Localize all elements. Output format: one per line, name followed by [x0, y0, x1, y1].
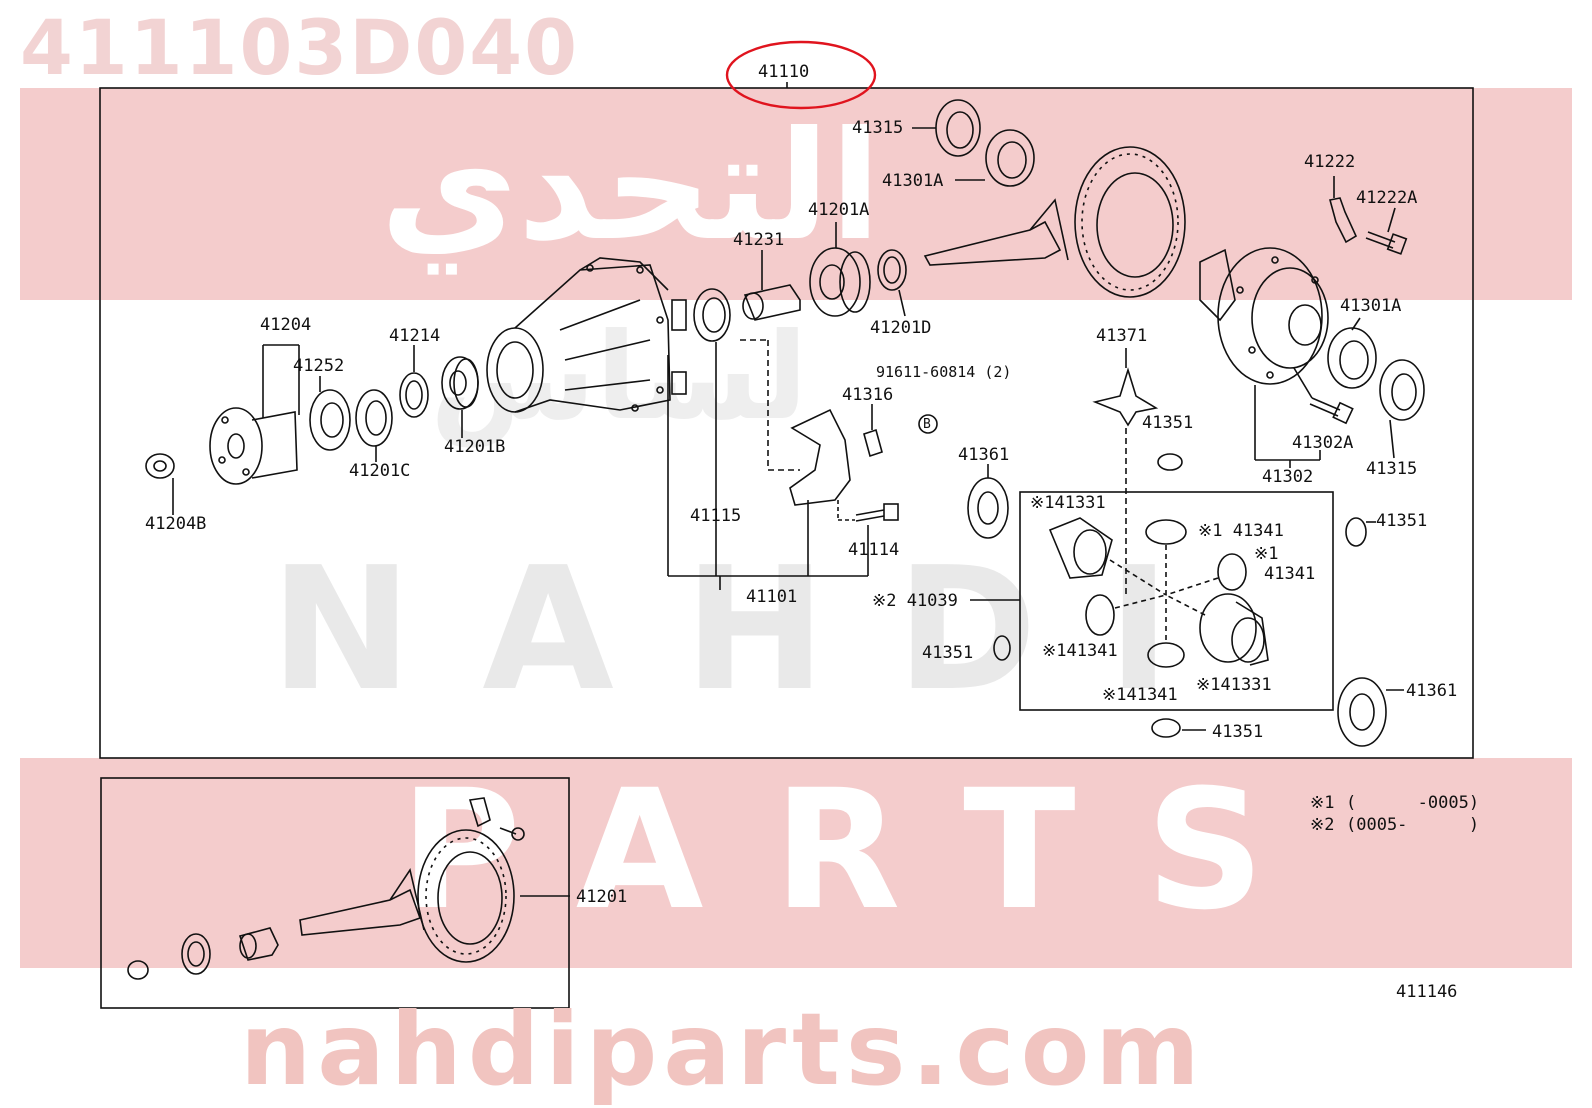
nut-41204B [145, 453, 175, 515]
label-41341-d: ※141341 [1102, 685, 1178, 705]
ring-pinion-set-frame [100, 777, 570, 1009]
footnote-1-mark: ※1 [1310, 793, 1335, 813]
footnote-2-mark: ※2 [1310, 815, 1335, 835]
watermark-website: nahdiparts.com [240, 991, 1206, 1108]
washer-41351-c [993, 635, 1011, 661]
label-41316: 41316 [842, 385, 894, 405]
bracket-41101 [667, 342, 869, 590]
label-41039: ※2 41039 [872, 591, 958, 611]
washer-41351-d [1151, 718, 1206, 738]
carrier-housing [486, 257, 687, 413]
label-41315-top: 41315 [852, 118, 904, 138]
label-41341-c: ※141341 [1042, 641, 1118, 661]
bearing-race-41301A-top [955, 129, 1035, 187]
ring-gear-pinion [923, 146, 1186, 298]
label-41204B: 41204B [145, 514, 207, 534]
label-41231: 41231 [733, 230, 785, 250]
label-41201B: 41201B [444, 437, 506, 457]
differential-gear-frame [1019, 491, 1334, 711]
watermark-arabic-sub: لساس [430, 308, 808, 447]
label-41115: 41115 [690, 506, 742, 526]
label-41341-b-mark: ※1 [1254, 544, 1279, 564]
label-41114: 41114 [848, 540, 900, 560]
label-41204: 41204 [260, 315, 312, 335]
label-41302: 41302 [1262, 467, 1314, 487]
label-41214: 41214 [389, 326, 441, 346]
spacer-41231 [742, 250, 801, 321]
pinion-gear-41341-b [1217, 553, 1247, 591]
shim-41201D [877, 249, 907, 317]
pinion-gear-41341-a [1145, 519, 1187, 545]
label-41222A: 41222A [1356, 188, 1418, 208]
thrust-washer-41361-right [1337, 677, 1404, 747]
label-41315-right: 41315 [1366, 459, 1418, 479]
bearing-race-41301A-right [1327, 317, 1377, 389]
label-41361-right: 41361 [1406, 681, 1458, 701]
watermark-band-top [20, 88, 1572, 300]
watermark-brand-word2: PARTS [400, 754, 1335, 946]
differential-case-41302 [1199, 247, 1329, 468]
clip-41316 [863, 404, 883, 458]
label-41201D: 41201D [870, 318, 932, 338]
label-41341-a: ※1 41341 [1198, 521, 1284, 541]
footnote-1-range: ( -0005) [1346, 793, 1480, 813]
label-41222: 41222 [1304, 152, 1356, 172]
deflector-41252 [309, 376, 351, 451]
label-41341-b: 41341 [1264, 564, 1316, 584]
label-41252: 41252 [293, 356, 345, 376]
side-gear-41331-b [1199, 593, 1269, 666]
side-gear-41331-a [1048, 517, 1113, 579]
bearing-41315-right [1379, 359, 1425, 459]
label-41301A-top: 41301A [882, 171, 944, 191]
lock-plate-41222 [1329, 176, 1358, 244]
label-41201: 41201 [576, 887, 628, 907]
label-41302A: 41302A [1292, 433, 1354, 453]
thrust-washer-41361-top [967, 464, 1009, 539]
watermark-arabic-brand: التحدي [380, 100, 882, 274]
figure-id: 411146 [1396, 982, 1458, 1002]
highlight-circle [725, 40, 877, 110]
watermark-part-number: 411103D040 [20, 3, 580, 92]
label-91611-60814: 91611-60814 (2) [876, 363, 1012, 381]
label-41361-top: 41361 [958, 445, 1010, 465]
bolt-marker [918, 414, 938, 434]
label-41101: 41101 [746, 587, 798, 607]
label-41351-c: 41351 [922, 643, 974, 663]
ring-pinion-set-41201 [127, 797, 570, 980]
bolt-41222A [1365, 207, 1408, 255]
bearing-41201C [355, 389, 393, 462]
label-41201A: 41201A [808, 200, 870, 220]
label-41110: 41110 [758, 62, 810, 82]
companion-flange-41204 [209, 344, 300, 485]
label-bolt-marker: B [923, 417, 931, 432]
watermark-band-bottom [20, 758, 1572, 968]
label-41301A-right: 41301A [1340, 296, 1402, 316]
label-41331-a: ※141331 [1030, 493, 1106, 513]
footnote-2-range: (0005- ) [1346, 815, 1480, 835]
label-41201C: 41201C [349, 461, 411, 481]
gear-assembly-guides [1109, 545, 1219, 640]
label-41351-b: 41351 [1376, 511, 1428, 531]
bearing-cap [740, 339, 851, 506]
bearing-41201A [809, 222, 871, 317]
pinion-gear-41341-c [1085, 594, 1115, 636]
pinion-shaft-41371 [1092, 348, 1159, 595]
bolt-41302A [1293, 367, 1354, 425]
label-41351-a: 41351 [1142, 413, 1194, 433]
label-41331-b: ※141331 [1196, 675, 1272, 695]
bearing-41315-top [912, 99, 981, 157]
pinion-gear-41341-d [1147, 642, 1185, 668]
washer-41351-b [1345, 517, 1376, 547]
washer-41214 [399, 345, 429, 418]
washer-41351-a [1157, 453, 1183, 471]
oil-seal-41115 [693, 288, 731, 342]
label-41351-d: 41351 [1212, 722, 1264, 742]
bearing-41201B [441, 356, 479, 438]
bolt-41114 [837, 500, 899, 522]
label-41371: 41371 [1096, 326, 1148, 346]
